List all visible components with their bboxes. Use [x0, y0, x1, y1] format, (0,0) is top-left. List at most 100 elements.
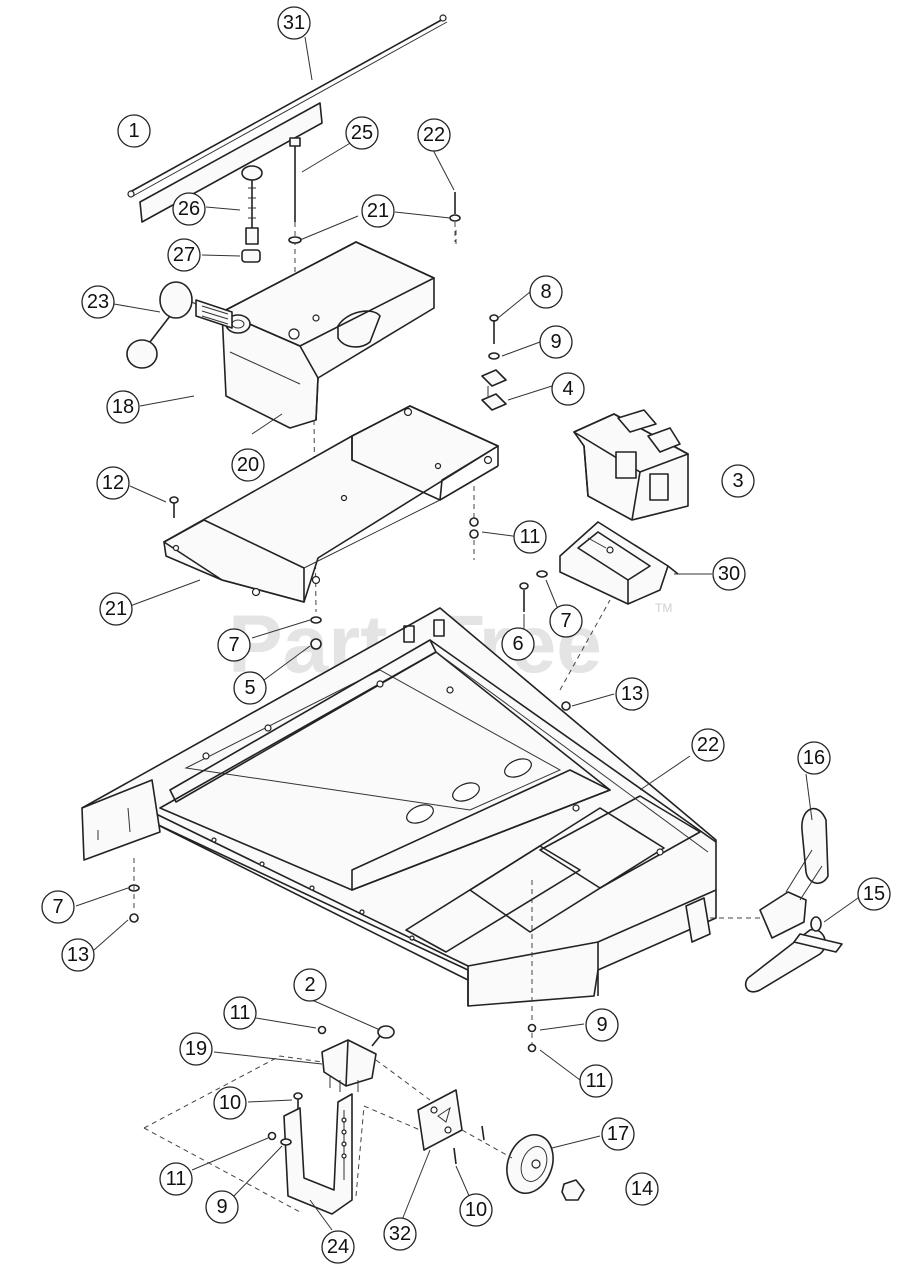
part-15-hitch [744, 807, 829, 993]
callout-12: 12 [96, 466, 130, 500]
callout-30: 30 [712, 557, 746, 591]
callout-19: 19 [179, 1032, 213, 1066]
part-3-battery [573, 409, 689, 521]
part-11-nut-right [469, 486, 479, 539]
svg-text:30: 30 [718, 563, 740, 585]
callout-24: 25 [345, 116, 379, 150]
part-16-pulley [506, 1134, 554, 1194]
part-24-screw [288, 137, 302, 318]
part-1-decal [139, 102, 323, 223]
part-11-nut-lower [317, 1025, 327, 1035]
callout-11-lower: 11 [223, 996, 257, 1030]
part-23-fuel-cap [126, 281, 227, 369]
part-7-washer-upper [310, 616, 322, 624]
callout-2: 2 [293, 968, 327, 1002]
callout-21-top: 21 [361, 194, 395, 228]
callout-13-upper: 13 [615, 677, 649, 711]
svg-text:23: 23 [87, 291, 109, 313]
callouts: 31 1 25 22 26 21 27 23 8 9 4 18 20 3 12 … [41, 6, 891, 1264]
callout-7-lower: 7 [41, 890, 75, 924]
callout-15: 16 [797, 741, 831, 775]
svg-text:21: 21 [105, 598, 127, 620]
callout-11-bottom: 11 [159, 1162, 193, 1196]
callout-16: 17 [601, 1117, 635, 1151]
part-5-nut [310, 638, 322, 650]
svg-text:13: 13 [67, 944, 89, 966]
svg-text:7: 7 [52, 896, 63, 918]
callout-9-top: 9 [539, 325, 573, 359]
callout-4: 4 [551, 372, 585, 406]
callout-22-top: 22 [417, 118, 451, 152]
part-13-nut-upper [561, 701, 571, 711]
callout-14: 15 [857, 877, 891, 911]
part-9-washer-bottom [280, 1138, 292, 1146]
part-21-mount-plate [163, 405, 499, 603]
svg-text:12: 12 [102, 472, 124, 494]
svg-text:10: 10 [465, 1199, 487, 1221]
callout-9-bottom: 9 [205, 1190, 239, 1224]
svg-text:4: 4 [562, 378, 573, 400]
callout-11-lower-right: 11 [579, 1064, 613, 1098]
svg-text:13: 13 [621, 683, 643, 705]
part-9-washer-top [488, 352, 500, 360]
part-6-bolt [519, 582, 529, 612]
part-17-nut [561, 1179, 585, 1201]
svg-text:19: 19 [185, 1038, 207, 1060]
callout-21-mid: 21 [99, 592, 133, 626]
svg-text:25: 25 [351, 122, 373, 144]
callout-27: 24 [321, 1230, 355, 1264]
svg-text:18: 18 [112, 396, 134, 418]
callout-8: 8 [529, 275, 563, 309]
part-18-label [195, 299, 233, 329]
svg-text:11: 11 [230, 1002, 251, 1024]
part-27-bracket [283, 1093, 353, 1215]
part-7-washer-tray [536, 570, 548, 578]
part-11-nut-bottom [267, 1131, 277, 1141]
callout-7-tray: 7 [549, 604, 583, 638]
callout-10-right: 10 [459, 1193, 493, 1227]
part-13-nut-lower [129, 858, 139, 923]
callout-22-frame: 22 [691, 728, 725, 762]
callout-5: 5 [233, 671, 267, 705]
part-26-bushing [241, 249, 261, 263]
callout-26: 27 [167, 238, 201, 272]
callout-7-upper: 7 [217, 628, 251, 662]
callout-11-right: 11 [513, 520, 547, 554]
svg-text:9: 9 [550, 331, 561, 353]
callout-10-left: 10 [213, 1086, 247, 1120]
callout-1: 1 [117, 114, 151, 148]
callout-17: 14 [625, 1172, 659, 1206]
part-12-screw [169, 496, 179, 518]
svg-text:22: 22 [423, 124, 445, 146]
part-2-knob [371, 1025, 395, 1047]
svg-text:16: 16 [803, 747, 825, 769]
svg-text:1: 1 [128, 120, 139, 142]
part-25-shift-pin [241, 165, 263, 245]
svg-text:9: 9 [596, 1014, 607, 1036]
svg-text:11: 11 [166, 1168, 187, 1190]
leader-lines [75, 36, 859, 1231]
svg-text:2: 2 [304, 974, 315, 996]
svg-text:7: 7 [228, 634, 239, 656]
callout-23: 23 [81, 285, 115, 319]
callout-25: 26 [172, 192, 206, 226]
svg-text:5: 5 [244, 677, 255, 699]
part-19-switch [321, 1039, 377, 1092]
part-4-clamp [481, 369, 507, 411]
callout-31: 31 [277, 6, 311, 40]
svg-text:11: 11 [586, 1070, 607, 1092]
callout-32: 32 [383, 1217, 417, 1251]
part-8-bolt [489, 314, 499, 344]
callout-3: 3 [721, 464, 755, 498]
svg-text:31: 31 [283, 12, 305, 34]
svg-text:7: 7 [560, 610, 571, 632]
svg-text:8: 8 [540, 281, 551, 303]
svg-text:27: 27 [173, 244, 195, 266]
svg-text:21: 21 [367, 200, 389, 222]
svg-text:3: 3 [732, 470, 743, 492]
svg-text:24: 24 [327, 1236, 349, 1258]
callout-18: 18 [106, 390, 140, 424]
part-30-battery-tray [559, 521, 679, 605]
part-10-screw-left [293, 1092, 303, 1112]
svg-text:10: 10 [219, 1092, 241, 1114]
